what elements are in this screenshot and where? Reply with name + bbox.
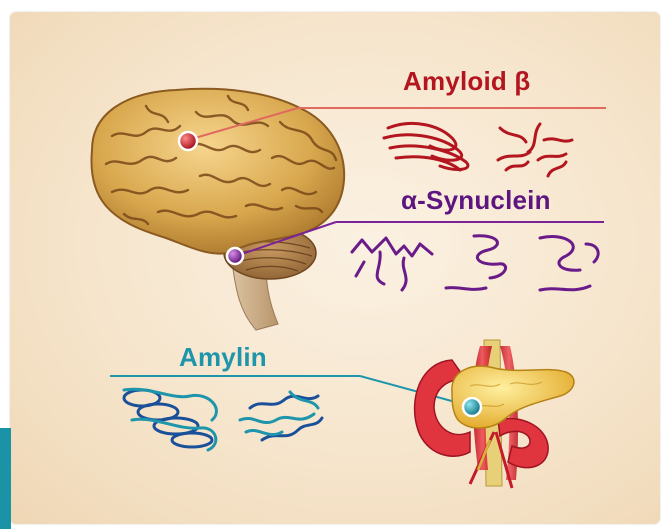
- synuclein-location-pin: [227, 248, 243, 264]
- alpha-synuclein-label: α-Synuclein: [401, 185, 551, 216]
- cerebrum: [92, 89, 345, 254]
- pancreas-illustration: [415, 340, 574, 488]
- amyloid-fibril-icon: [384, 123, 468, 170]
- amyloid-fragments-icon: [498, 124, 572, 176]
- amylin-location-pin: [463, 398, 481, 416]
- amyloid-beta-label: Amyloid β: [403, 66, 530, 97]
- amylin-label: Amylin: [179, 342, 267, 373]
- amyloid-location-pin: [179, 132, 197, 150]
- synuclein-fibril-icon: [352, 236, 598, 290]
- amylin-fibril-icon: [124, 389, 322, 450]
